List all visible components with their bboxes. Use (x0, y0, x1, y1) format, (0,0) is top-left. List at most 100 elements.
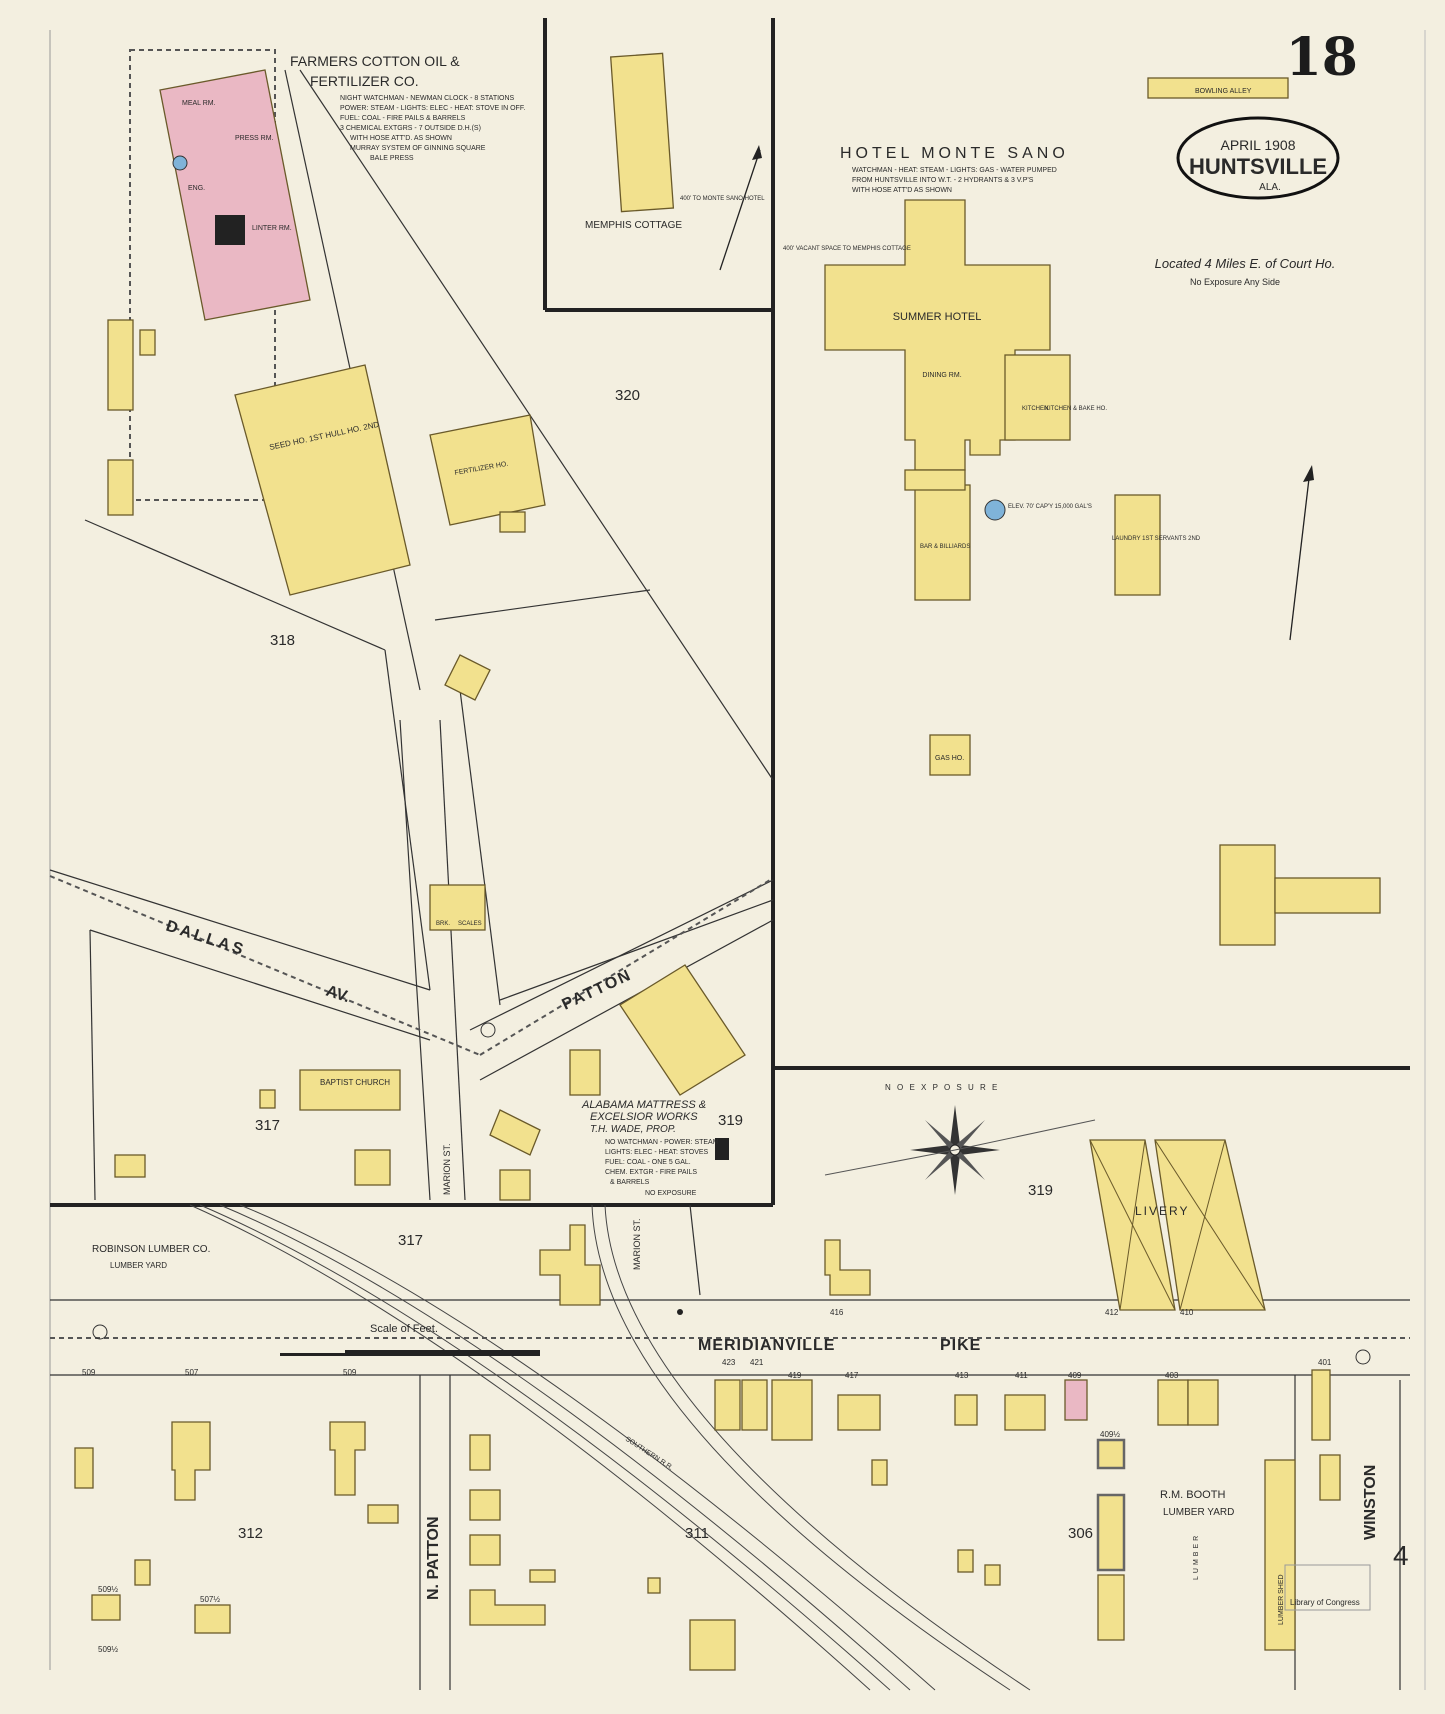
farmers-notes: NIGHT WATCHMAN - NEWMAN CLOCK - 8 STATIO… (340, 95, 525, 162)
mattress-works (114, 884, 746, 1201)
press-label: PRESS RM. (235, 135, 274, 142)
dining-label: DINING RM. (922, 372, 961, 379)
svg-text:WITH HOSE ATT'D AS SHOWN: WITH HOSE ATT'D AS SHOWN (852, 187, 952, 194)
bar-label: BAR & BILLIARDS (920, 544, 970, 550)
kitchen-label: KITCHEN (1022, 406, 1048, 412)
north-arrow-icon (1303, 465, 1314, 482)
street-pike: PIKE (940, 1337, 981, 1354)
compass-rose-icon (824, 1105, 1096, 1195)
mattress-title-3: T.H. WADE, PROP. (590, 1124, 676, 1135)
svg-text:410: 410 (1180, 1308, 1194, 1317)
brk-label: BRK. (436, 921, 450, 927)
street-southern-rr: SOUTHERN R.R. (624, 1436, 674, 1472)
svg-text:BALE PRESS: BALE PRESS (370, 155, 414, 162)
memphis-cottage (609, 52, 762, 271)
street-dallas: DALLAS (164, 918, 248, 960)
lumber-label: LUMBER (1193, 1533, 1200, 1580)
memphis-label: MEMPHIS COTTAGE (585, 220, 682, 231)
scale-bar (280, 1350, 540, 1356)
memphis-note: 400' TO MONTE SANO HOTEL (680, 196, 765, 202)
linter-label: LINTER RM. (252, 225, 292, 232)
well-icon (172, 155, 188, 171)
booth-label-2: LUMBER YARD (1163, 1507, 1234, 1518)
gas-ho-label: GAS HO. (935, 755, 964, 762)
south-side-buildings (74, 1369, 1341, 1671)
city-oval (1176, 116, 1340, 200)
mattress-notes: NO WATCHMAN - POWER: STEAM LIGHTS: ELEC … (605, 1139, 719, 1186)
meal-label: MEAL RM. (182, 100, 216, 107)
sheet-date: APRIL 1908 (1221, 137, 1296, 153)
svg-text:318: 318 (270, 632, 295, 649)
mattress-title-2: EXCELSIOR WORKS (590, 1111, 698, 1123)
lumber-shed-label: LUMBER SHED (1278, 1574, 1285, 1625)
street-av: AV. (324, 983, 352, 1007)
svg-text:401: 401 (1318, 1358, 1332, 1367)
street-winston: WINSTON (1362, 1465, 1379, 1540)
bake-label: KITCHEN & BAKE HO. (1045, 406, 1107, 412)
svg-text:413: 413 (955, 1371, 969, 1380)
farmers-title-2: FERTILIZER CO. (310, 73, 419, 89)
water-tank-icon (984, 499, 1006, 521)
svg-text:409: 409 (1068, 1371, 1082, 1380)
laundry-label: LAUNDRY 1ST SERVANTS 2ND (1112, 536, 1201, 542)
street-marion: MARION ST. (442, 1143, 452, 1195)
north-arrow-icon (752, 145, 762, 160)
livery (539, 1139, 1266, 1311)
mattress-title: ALABAMA MATTRESS & (581, 1099, 706, 1111)
svg-text:CHEM. EXTGR - FIRE PAILS: CHEM. EXTGR - FIRE PAILS (605, 1169, 697, 1176)
exposure-note: No Exposure Any Side (1190, 277, 1280, 287)
svg-text:403: 403 (1165, 1371, 1179, 1380)
svg-text:411: 411 (1015, 1371, 1028, 1380)
svg-text:412: 412 (1105, 1308, 1119, 1317)
svg-text:509: 509 (82, 1368, 96, 1377)
svg-text:& BARRELS: & BARRELS (610, 1179, 650, 1186)
svg-text:FUEL: COAL - ONE 5 GAL.: FUEL: COAL - ONE 5 GAL. (605, 1159, 691, 1166)
svg-text:317: 317 (398, 1232, 423, 1249)
svg-text:312: 312 (238, 1525, 263, 1542)
svg-text:LIGHTS: ELEC - HEAT: STOVES: LIGHTS: ELEC - HEAT: STOVES (605, 1149, 709, 1156)
scales-label: SCALES (458, 921, 482, 927)
booth-label: R.M. BOOTH (1160, 1489, 1225, 1501)
svg-text:419: 419 (788, 1371, 802, 1380)
state-name: ALA. (1259, 182, 1281, 193)
svg-text:NIGHT WATCHMAN - NEWMAN CLOCK: NIGHT WATCHMAN - NEWMAN CLOCK - 8 STATIO… (340, 95, 515, 102)
svg-text:416: 416 (830, 1308, 844, 1317)
svg-text:507½: 507½ (200, 1595, 220, 1604)
svg-text:WATCHMAN - HEAT: STEAM - LIGHT: WATCHMAN - HEAT: STEAM - LIGHTS: GAS - W… (852, 167, 1057, 174)
street-meridianville: MERIDIANVILLE (698, 1337, 835, 1354)
bowling-label: BOWLING ALLEY (1195, 88, 1252, 95)
library-stamp (1284, 1564, 1371, 1611)
library-stamp-text: Library of Congress (1290, 1598, 1360, 1607)
svg-text:319: 319 (1028, 1182, 1053, 1199)
svg-text:FUEL: COAL - FIRE PAILS & BARR: FUEL: COAL - FIRE PAILS & BARRELS (340, 115, 466, 122)
sheet-number: 18 (1286, 27, 1358, 88)
svg-text:WITH HOSE ATT'D. AS SHOWN: WITH HOSE ATT'D. AS SHOWN (350, 135, 452, 142)
svg-text:NO WATCHMAN - POWER: STEAM: NO WATCHMAN - POWER: STEAM (605, 1139, 719, 1146)
hotel-monte-sano (824, 77, 1381, 946)
svg-text:FROM HUNTSVILLE INTO W.T. - 2: FROM HUNTSVILLE INTO W.T. - 2 HYDRANTS &… (852, 177, 1034, 184)
svg-text:319: 319 (718, 1112, 743, 1129)
scale-label: Scale of Feet. (370, 1323, 438, 1335)
svg-text:409½: 409½ (1100, 1430, 1120, 1439)
svg-text:317: 317 (255, 1117, 280, 1134)
svg-text:423: 423 (722, 1358, 736, 1367)
livery-label: LIVERY (1135, 1204, 1189, 1218)
no-exposure-label: N O E X P O S U R E (885, 1083, 999, 1092)
addresses: 509 507 509 423 421 419 417 413 411 409 … (82, 1308, 1332, 1654)
svg-text:417: 417 (845, 1371, 859, 1380)
svg-text:POWER: STEAM - LIGHTS: ELEC -: POWER: STEAM - LIGHTS: ELEC - HEAT: STOV… (340, 105, 525, 112)
svg-text:320: 320 (615, 387, 640, 404)
svg-text:306: 306 (1068, 1525, 1093, 1542)
railroad-tracks (189, 1204, 1031, 1691)
svg-text:509½: 509½ (98, 1585, 118, 1594)
robinson-label-2: LUMBER YARD (110, 1261, 167, 1270)
vacant-label: 400' VACANT SPACE TO MEMPHIS COTTAGE (783, 246, 911, 252)
edge-number: 4 (1393, 1540, 1409, 1571)
water-tank-label: ELEV. 70' CAP'Y 15,000 GAL'S (1008, 504, 1092, 510)
church-label: BAPTIST CHURCH (320, 1078, 390, 1087)
svg-text:MURRAY SYSTEM OF GINNING SQUAR: MURRAY SYSTEM OF GINNING SQUARE (350, 145, 486, 152)
farmers-cotton-oil-complex (107, 69, 546, 701)
sheet-dividers (50, 18, 1410, 1207)
summer-hotel-label: SUMMER HOTEL (893, 311, 982, 323)
